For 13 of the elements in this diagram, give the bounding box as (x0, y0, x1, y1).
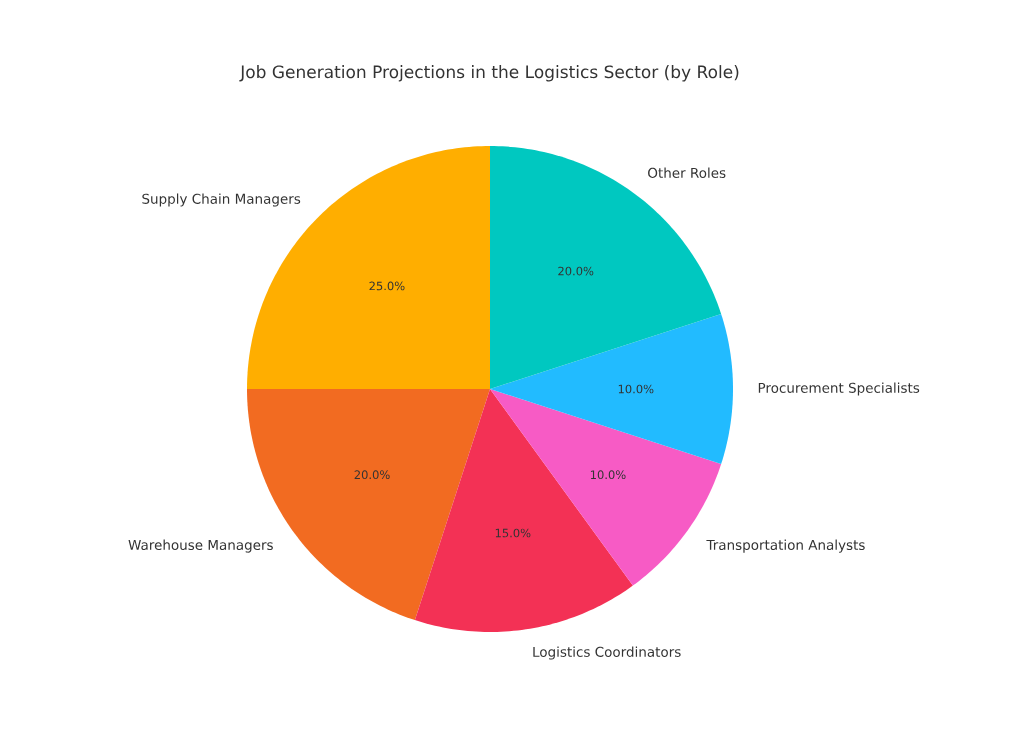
slice-label: Procurement Specialists (758, 382, 920, 396)
percent-label: 20.0% (354, 470, 390, 480)
percent-label: 25.0% (369, 281, 405, 291)
percent-label: 15.0% (495, 528, 531, 538)
percent-label: 20.0% (558, 266, 594, 276)
slice-label: Supply Chain Managers (142, 193, 301, 207)
percent-label: 10.0% (618, 384, 654, 394)
slice-label: Other Roles (648, 167, 726, 178)
chart-title: Job Generation Projections in the Logistics Sector (by Role) (239, 65, 739, 82)
slice-label: Transportation Analysts (706, 539, 865, 553)
percent-label: 10.0% (590, 470, 626, 480)
slice-label: Warehouse Managers (128, 539, 273, 553)
slice-label: Logistics Coordinators (533, 646, 681, 660)
